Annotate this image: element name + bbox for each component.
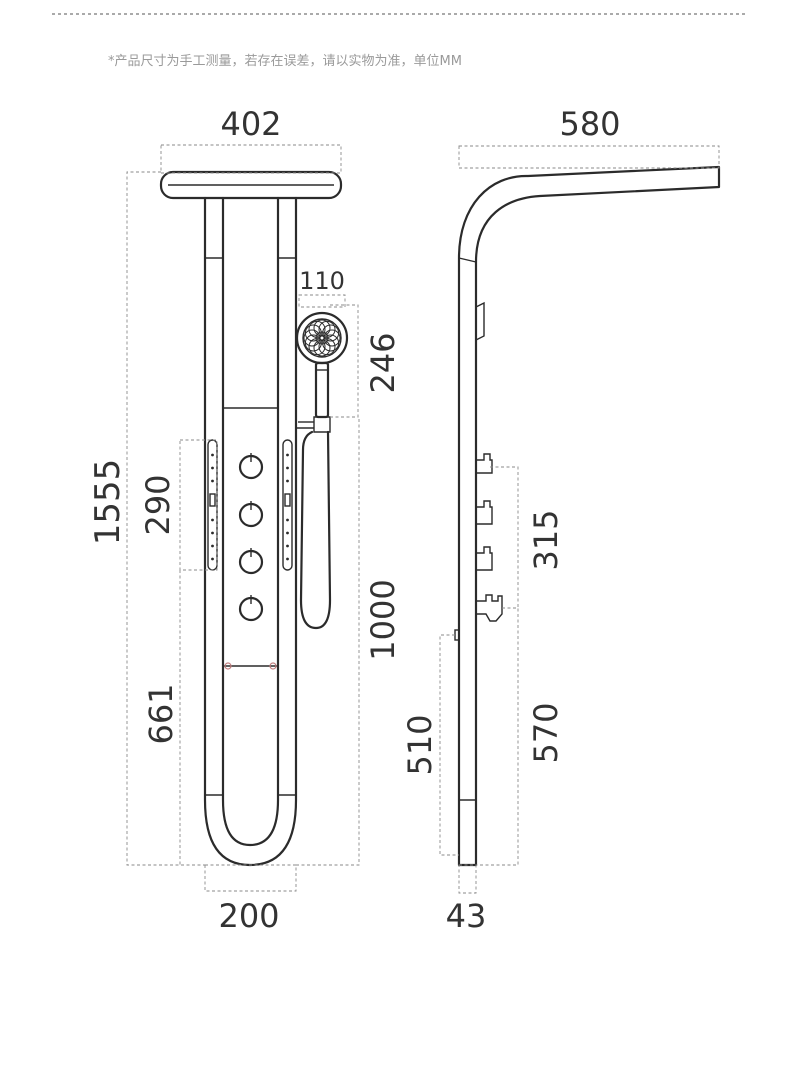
control-knob-1 bbox=[238, 453, 264, 480]
dimension-bottom-width: 200 bbox=[218, 897, 279, 935]
side-valve-1 bbox=[476, 453, 493, 474]
body-jet-right bbox=[282, 439, 293, 571]
rain-head bbox=[159, 170, 343, 200]
hand-shower bbox=[295, 311, 349, 630]
dimension-depth: 43 bbox=[446, 897, 487, 935]
dimension-arm-reach: 580 bbox=[559, 105, 620, 143]
dimension-lower-zone: 661 bbox=[142, 683, 180, 744]
dimension-hose-length: 1000 bbox=[364, 579, 402, 660]
control-knob-2 bbox=[238, 501, 264, 528]
side-panel-body bbox=[454, 165, 721, 867]
dimension-handshower-width: 110 bbox=[299, 267, 345, 295]
dimension-total-height: 1555 bbox=[88, 459, 128, 546]
side-diverter bbox=[476, 594, 503, 622]
dimension-valve-zone: 315 bbox=[527, 509, 565, 570]
side-view: 580 315 570 510 43 bbox=[401, 105, 721, 935]
control-knob-3 bbox=[238, 548, 264, 575]
side-valve-2 bbox=[476, 500, 493, 525]
body-jet-left bbox=[207, 439, 218, 571]
dimension-jet-zone: 290 bbox=[139, 474, 177, 535]
dimension-lower-zone-left: 510 bbox=[401, 714, 439, 775]
dimension-head-width: 402 bbox=[220, 105, 281, 143]
side-valve-3 bbox=[476, 546, 493, 571]
front-view: 402 110 246 1555 290 1000 661 200 bbox=[88, 105, 402, 935]
side-dimension-guides bbox=[439, 145, 720, 894]
dimension-handshower-height: 246 bbox=[364, 332, 402, 393]
measurement-note: *产品尺寸为手工测量，若存在误差，请以实物为准，单位MM bbox=[108, 53, 462, 69]
control-knob-4 bbox=[238, 595, 264, 622]
dimension-lower-zone-right: 570 bbox=[527, 702, 565, 763]
front-dimension-guides bbox=[126, 144, 360, 892]
